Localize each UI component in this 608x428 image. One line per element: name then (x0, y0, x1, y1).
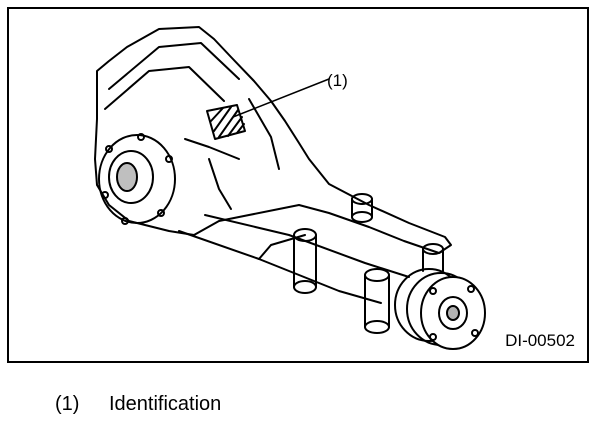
mount-boss-4 (364, 268, 390, 334)
figure-id: DI-00502 (505, 331, 575, 350)
mount-boss-1 (351, 193, 373, 223)
side-flange-bore (116, 162, 138, 192)
identification-plate (206, 104, 246, 140)
mount-boss-2 (293, 228, 317, 294)
housing-outline (94, 26, 452, 254)
legend-item: (1) Identification (55, 393, 221, 416)
mount-boss-3 (422, 243, 444, 272)
legend-number: (1) (55, 393, 80, 415)
side-flange-inner (108, 150, 154, 204)
figure-frame: (1) DI-00502 (7, 7, 589, 363)
callout-label: (1) (327, 71, 348, 90)
callout-leader (232, 78, 330, 118)
legend-text: Identification (109, 393, 222, 415)
side-flange-outer (98, 134, 176, 224)
rear-differential-drawing (94, 26, 486, 350)
pinion-flange (394, 268, 486, 350)
